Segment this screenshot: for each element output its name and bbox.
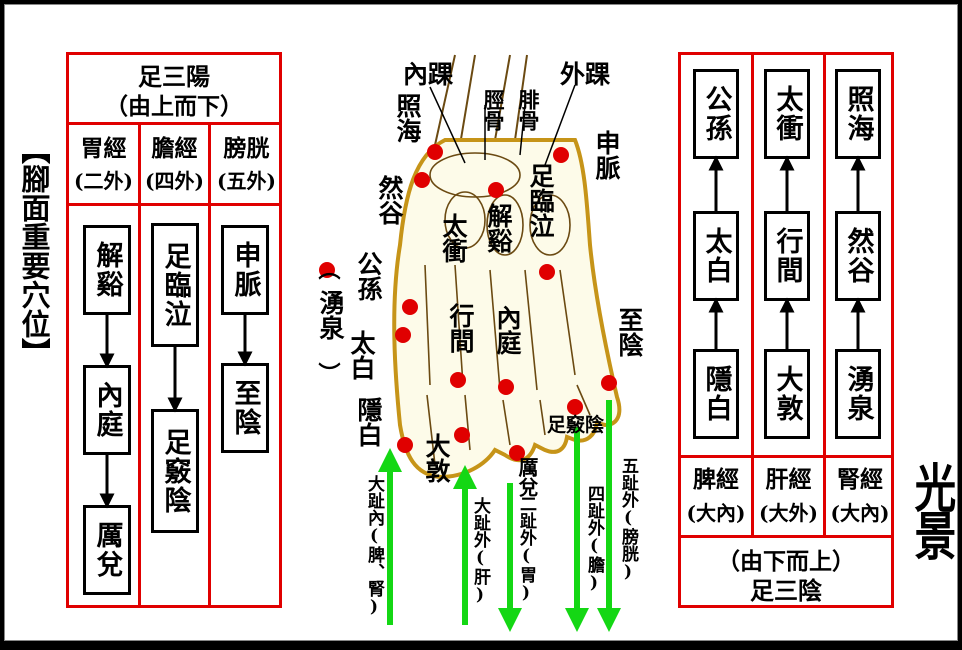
point-box-xingjian: 行間	[764, 211, 810, 301]
dot-rangu	[414, 172, 430, 188]
foot-diagram	[319, 54, 622, 632]
dot-zuqiaoyin	[567, 399, 583, 415]
diagram-panel: 【腳面重要穴位】 足三陽 （由上而下） 胃經 (二外) 膽經 (四外) 膀胱 (…	[4, 4, 958, 641]
yang-header-direction: （由上而下）	[105, 93, 243, 120]
yin-col-divider-2	[823, 52, 826, 538]
point-box-yinbai: 隱白	[693, 349, 739, 439]
dot-zulinqi	[539, 264, 555, 280]
label-zulinqi: 足臨泣	[526, 163, 555, 238]
foot-bones	[424, 152, 591, 466]
yin-footer-title: 足三陰	[750, 576, 822, 605]
dot-shenmai	[553, 147, 569, 163]
point-box-zuqiaoyin: 足竅陰	[151, 409, 199, 533]
dot-neiting	[498, 379, 514, 395]
yin-col-sub-kidney: (大內)	[830, 501, 890, 525]
toe-label-second: 二趾外(胃)	[516, 495, 536, 603]
label-shenmai: 申脈	[592, 130, 621, 180]
foot-outline	[392, 138, 622, 480]
yin-col-divider-1	[751, 52, 754, 538]
acupoints	[319, 144, 617, 461]
label-zhiyin: 至陰	[615, 307, 644, 357]
point-box-rangu: 然谷	[835, 211, 881, 301]
point-box-taibai: 太白	[693, 211, 739, 301]
toe-label-big-outer: 大趾外(肝)	[470, 497, 490, 605]
point-box-gongsun: 公孫	[693, 69, 739, 159]
point-box-taichong: 太衝	[764, 69, 810, 159]
yin-col-name-liver: 肝經	[765, 466, 812, 493]
dot-yinbai	[397, 437, 413, 453]
label-zuqiaoyin: 足竅陰	[547, 414, 605, 436]
yang-subheader-divider	[66, 203, 282, 206]
dot-jiexi	[488, 182, 504, 198]
point-box-zhaohai: 照海	[835, 69, 881, 159]
brand-logo: 光景	[907, 461, 956, 557]
yin-col-name-kidney: 腎經	[837, 466, 883, 493]
dot-zhiyin	[601, 375, 617, 391]
point-box-lidui: 厲兌	[83, 505, 131, 595]
label-fibula: 腓骨	[516, 89, 541, 131]
label-taichong: 太衝	[439, 213, 468, 263]
label-outer-ankle: 外踝	[560, 60, 611, 89]
dot-taibai	[395, 327, 411, 343]
point-box-jiexi: 解谿	[83, 225, 131, 315]
label-zhaohai: 照海	[393, 93, 422, 143]
yang-col-name-gallbladder: 膽經	[151, 135, 198, 162]
label-lidui: 厲兌	[515, 457, 539, 497]
point-box-yongquan: 湧泉	[835, 349, 881, 439]
left-title: 【腳面重要穴位】	[17, 135, 51, 367]
leader-lines	[429, 84, 576, 166]
yang-col-divider-2	[208, 122, 211, 608]
yang-col-name-bladder: 膀胱	[223, 135, 270, 162]
dot-lidui	[509, 445, 525, 461]
point-box-neiting: 內庭	[83, 365, 131, 455]
toe-label-fifth: 五趾外(膀胱)	[618, 457, 638, 582]
dot-gongsun	[402, 299, 418, 315]
dot-zhaohai	[427, 144, 443, 160]
dot-dadun	[454, 427, 470, 443]
toe-label-big-inner: 大趾內(脾、腎)	[364, 475, 384, 617]
dot-yongquan	[319, 262, 335, 278]
label-yongquan-paren-close: ）	[315, 361, 342, 385]
yang-header-divider	[66, 122, 282, 125]
label-yinbai: 隱白	[354, 397, 383, 447]
yin-subheader-divider	[678, 455, 894, 458]
yang-col-name-stomach: 胃經	[80, 135, 127, 162]
label-yongquan-paren-open: （	[315, 257, 342, 281]
label-yongquan: 湧泉	[316, 290, 345, 340]
tibia-outline	[434, 54, 528, 146]
label-rangu: 然谷	[375, 175, 404, 225]
label-tibia: 脛骨	[481, 89, 506, 131]
yang-col-sub-stomach: (二外)	[74, 169, 133, 193]
point-box-zulinqi: 足臨泣	[151, 223, 199, 347]
yang-header-title: 足三陽	[138, 62, 210, 91]
yin-col-sub-spleen: (大內)	[686, 501, 746, 525]
dot-xingjian	[450, 372, 466, 388]
label-jiexi: 解谿	[484, 203, 513, 253]
yin-col-sub-liver: (大外)	[759, 501, 818, 525]
label-gongsun: 公孫	[354, 251, 383, 301]
yang-col-divider-1	[138, 122, 141, 608]
point-box-shenmai: 申脈	[221, 225, 269, 315]
yang-col-sub-bladder: (五外)	[217, 169, 276, 193]
yin-table	[678, 52, 894, 608]
yin-footer-direction: （由下而上）	[717, 548, 855, 575]
point-box-dadun: 大敦	[764, 349, 810, 439]
label-neiting: 內庭	[493, 305, 522, 355]
yin-col-name-spleen: 脾經	[693, 466, 739, 493]
label-taibai: 太白	[347, 330, 376, 380]
label-inner-ankle: 內踝	[403, 60, 454, 89]
yin-footer-divider	[678, 535, 894, 538]
yang-flow-arrows	[99, 315, 253, 509]
label-dadun: 大敦	[422, 433, 451, 483]
label-xingjian: 行間	[446, 303, 475, 353]
toe-label-fourth: 四趾外(膽)	[584, 485, 604, 593]
flow-arrows-green	[378, 400, 621, 632]
yang-table	[66, 52, 282, 608]
yang-col-sub-gallbladder: (四外)	[145, 169, 204, 193]
